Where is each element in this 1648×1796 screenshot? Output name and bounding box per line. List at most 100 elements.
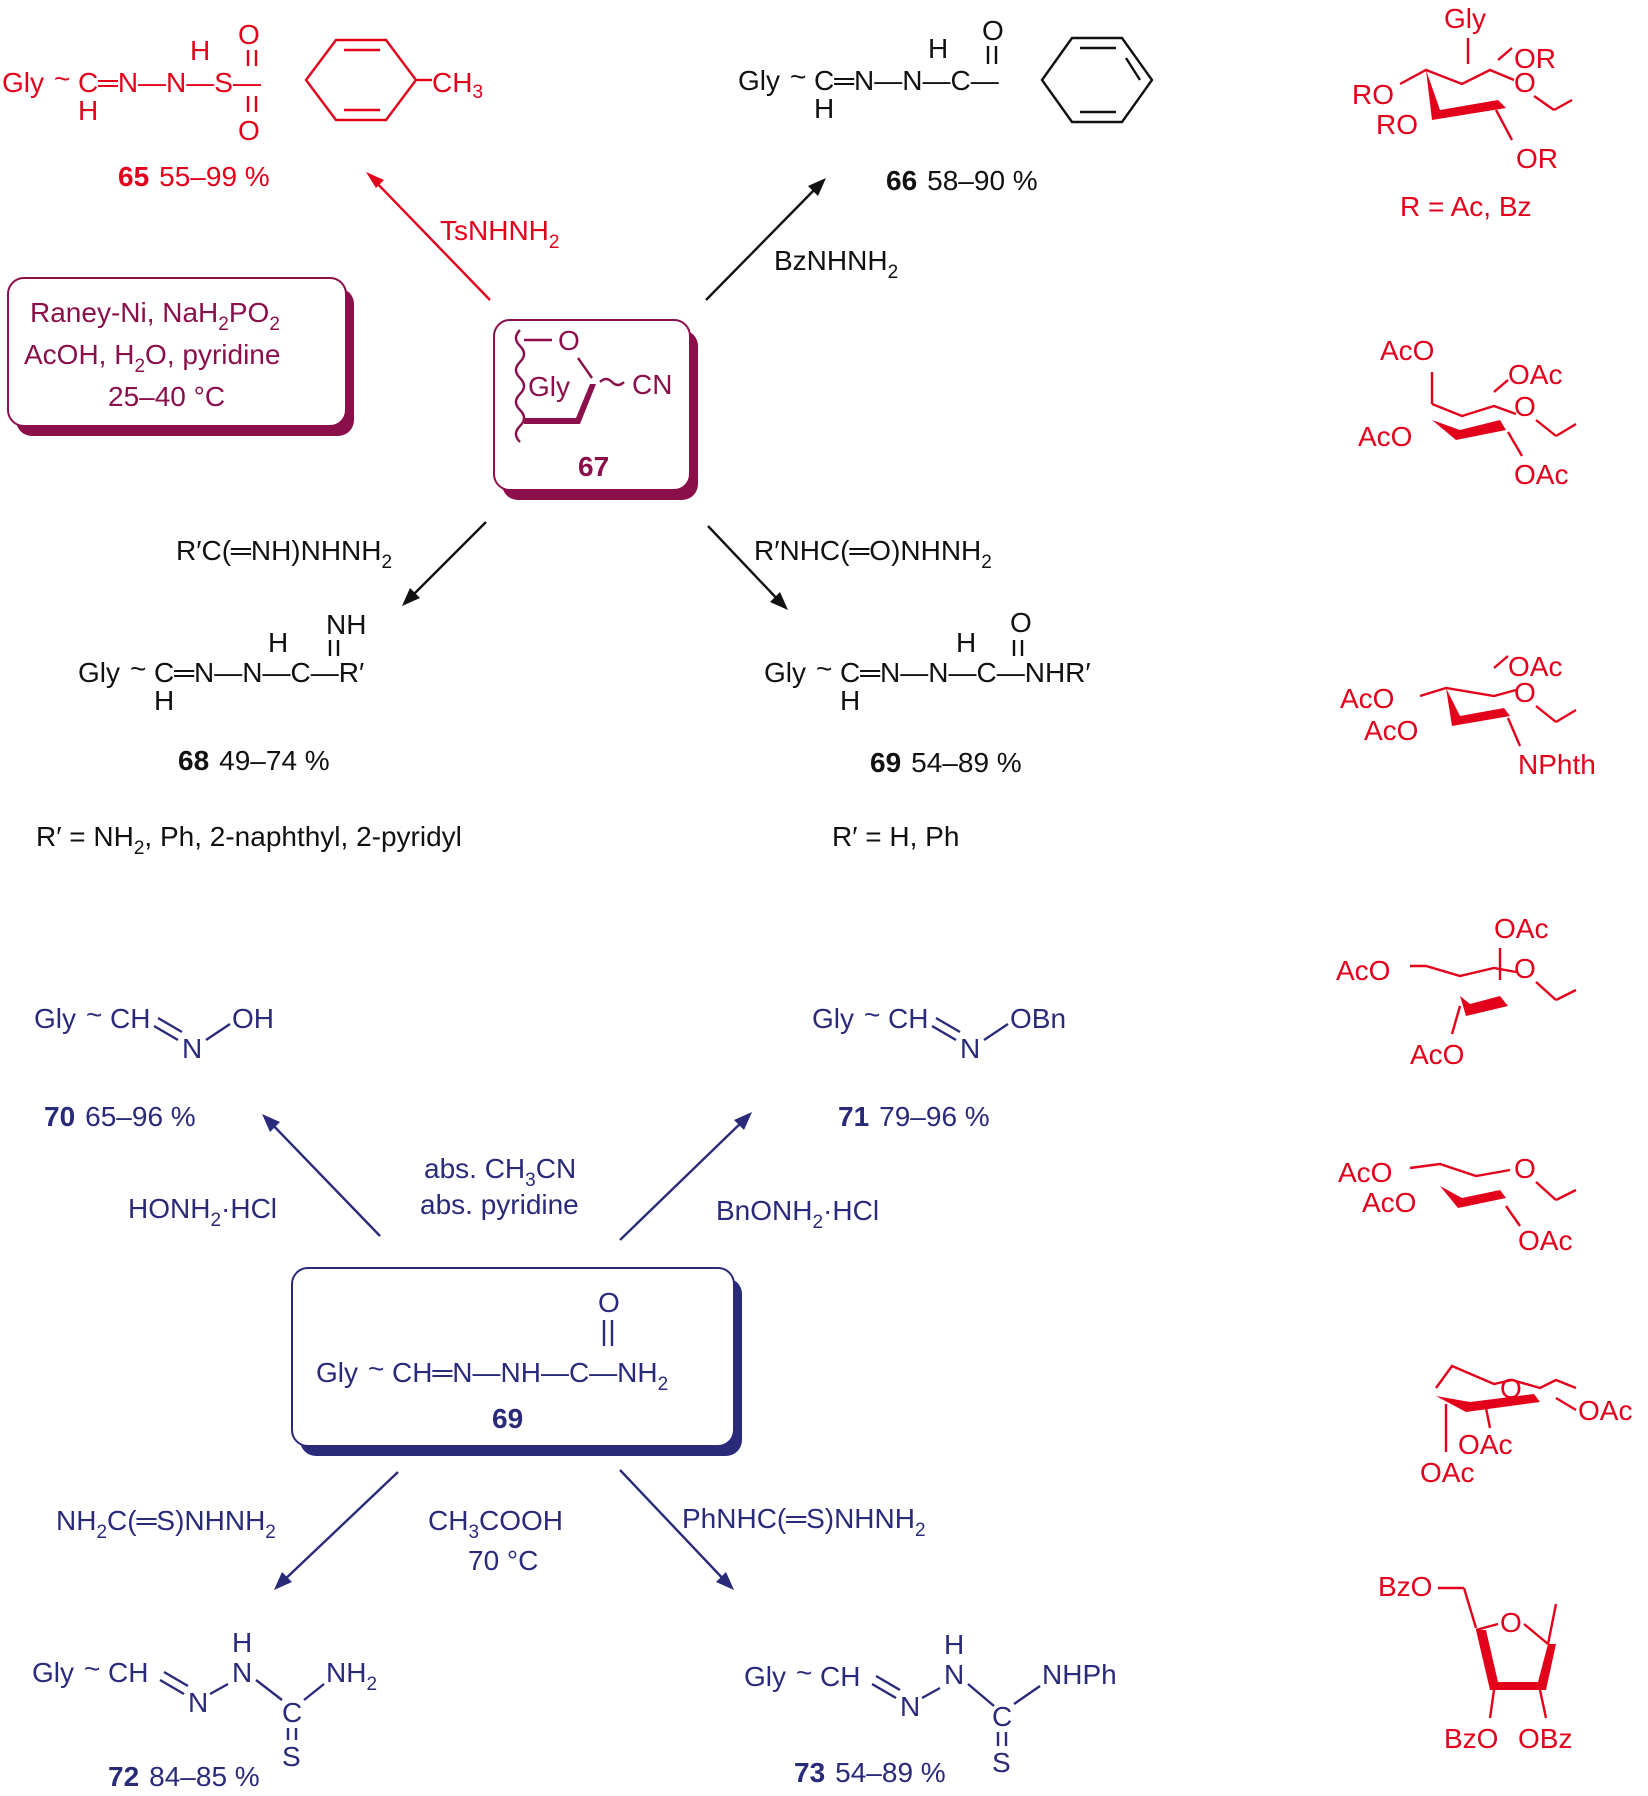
p66-o-top: O bbox=[982, 15, 1004, 46]
s2-anomeric bbox=[1555, 422, 1577, 438]
reagent-benzyloxyamine: BnONH2·HCl bbox=[716, 1195, 879, 1233]
s4-aco-bot: AcO bbox=[1410, 1039, 1464, 1070]
s6-o-ring: O bbox=[1500, 1373, 1522, 1404]
sm67-num: 67 bbox=[578, 451, 609, 482]
s4-aco-left: AcO bbox=[1336, 955, 1390, 986]
arrow-head-70 bbox=[262, 1114, 280, 1132]
s7-ring-front bbox=[1476, 1630, 1556, 1690]
s7-ring-o-right bbox=[1523, 1623, 1549, 1645]
s1-or-top: OR bbox=[1514, 43, 1556, 74]
s3-c1-bond bbox=[1535, 705, 1557, 723]
s1-c2-bond bbox=[1494, 109, 1514, 141]
p71-no-bond bbox=[983, 1023, 1009, 1041]
p71-ch: CH bbox=[888, 1003, 928, 1034]
p68-n-h: H bbox=[268, 627, 288, 658]
reagent-ph-thiosemicarbazide: PhNHC(═S)NHNH2 bbox=[682, 1503, 926, 1541]
sugar-2: AcO O OAc AcO OAc bbox=[1358, 335, 1577, 490]
s2-ring-front bbox=[1432, 420, 1506, 440]
p65-c: C bbox=[78, 67, 98, 98]
s2-o-ring: O bbox=[1514, 391, 1536, 422]
p69-chain: C═N—N—C—NHR′ bbox=[840, 657, 1091, 688]
s3-c2-bond bbox=[1506, 717, 1522, 747]
p72-cn2-bond bbox=[303, 1683, 325, 1701]
solvent-line2: abs. pyridine bbox=[420, 1189, 579, 1220]
s4-ring-front bbox=[1460, 996, 1508, 1016]
p72-nh2: NH2 bbox=[326, 1657, 377, 1695]
p66-chain: C═N—N—C— bbox=[814, 65, 999, 96]
s3-oac-top: OAc bbox=[1508, 651, 1562, 682]
s6-ring-top bbox=[1435, 1364, 1577, 1390]
p68-gly: Gly bbox=[78, 657, 120, 688]
p73-nc-bond bbox=[967, 1683, 995, 1707]
p66-phenyl-ring bbox=[1040, 36, 1154, 124]
sm69-num: 69 bbox=[492, 1403, 523, 1434]
sugar-3: OAc O AcO AcO NPhth bbox=[1340, 651, 1596, 780]
s2-c2-bond bbox=[1506, 431, 1524, 457]
sm67-o: O bbox=[558, 325, 580, 356]
s7-anomeric bbox=[1546, 1603, 1558, 1645]
p73-gly: Gly bbox=[744, 1661, 786, 1692]
arrow-to-66 bbox=[705, 183, 821, 301]
p65-h-ch: H bbox=[78, 95, 98, 126]
s2-aco-left: AcO bbox=[1358, 421, 1412, 452]
arrow-to-69 bbox=[707, 525, 783, 605]
p72-wave: ~ bbox=[84, 1653, 100, 1684]
reagent-semicarbazide: R′NHC(═O)NHNH2 bbox=[754, 535, 992, 573]
p65-o-top: O bbox=[238, 19, 260, 50]
sm67-box: O Gly CN 67 bbox=[493, 319, 698, 500]
s6-ring-front bbox=[1436, 1394, 1540, 1412]
s1-anomeric bbox=[1553, 98, 1573, 112]
p65-chain: ═N—N—S— bbox=[97, 67, 261, 98]
p68-h-ch: H bbox=[154, 685, 174, 716]
p65-wave: ~ bbox=[54, 63, 70, 94]
sm67-wave-cn bbox=[599, 377, 625, 387]
s1-ring-front bbox=[1426, 70, 1506, 120]
s4-o-ring: O bbox=[1514, 953, 1536, 984]
s3-anomeric bbox=[1555, 708, 1577, 724]
p66-n-h: H bbox=[928, 33, 948, 64]
s7-c3-bond bbox=[1538, 1689, 1548, 1719]
sm69-gly: Gly bbox=[316, 1357, 358, 1388]
s2-aco-top: AcO bbox=[1380, 335, 1434, 366]
sugar-1: Gly O OR RO RO OR R = Ac, Bz bbox=[1352, 3, 1573, 222]
p73-n: N bbox=[900, 1691, 920, 1722]
reagent-bzhydrazide: BzNHNH2 bbox=[774, 245, 898, 283]
arrow-to-70 bbox=[267, 1119, 381, 1237]
s7-bzo-top: BzO bbox=[1378, 1571, 1432, 1602]
top-arrows: TsNHNH2 BzNHNH2 R′C(═NH)NHNH2 R′NHC(═O)N… bbox=[176, 172, 992, 610]
p69-r-note: R′ = H, Ph bbox=[832, 821, 959, 852]
p69-gly: Gly bbox=[764, 657, 806, 688]
p71-cn-db2 bbox=[935, 1016, 961, 1034]
s2-ring-top bbox=[1431, 402, 1517, 418]
p71-n: N bbox=[960, 1033, 980, 1064]
arrow-head-69 bbox=[770, 592, 788, 610]
p73-c: C bbox=[992, 1701, 1012, 1732]
p71-cn-db1 bbox=[931, 1024, 957, 1042]
arrow-head-72 bbox=[274, 1572, 292, 1590]
p69-o-top: O bbox=[1010, 607, 1032, 638]
reagent-amidrazone: R′C(═NH)NHNH2 bbox=[176, 535, 392, 573]
acid-line1: CH3COOH bbox=[428, 1505, 563, 1543]
sugar-6: O OAc OAc OAc bbox=[1420, 1364, 1632, 1488]
p70-cn-db1 bbox=[153, 1024, 179, 1042]
p73-ch: CH bbox=[820, 1661, 860, 1692]
sm67-ring-bond bbox=[577, 357, 593, 379]
sm69-o-top: O bbox=[598, 1287, 620, 1318]
conditions-line3: 25–40 °C bbox=[108, 381, 225, 412]
p70-cn-db2 bbox=[157, 1016, 183, 1034]
p72-cn-db2 bbox=[163, 1670, 189, 1688]
p68-chain: C═N—N—C—R′ bbox=[154, 657, 364, 688]
p73-nh-h: H bbox=[944, 1629, 964, 1660]
s1-ro2: RO bbox=[1376, 109, 1418, 140]
p72-nh-n: N bbox=[232, 1657, 252, 1688]
sm67-cn: CN bbox=[632, 369, 672, 400]
sugar-5: O AcO AcO OAc bbox=[1338, 1153, 1577, 1256]
